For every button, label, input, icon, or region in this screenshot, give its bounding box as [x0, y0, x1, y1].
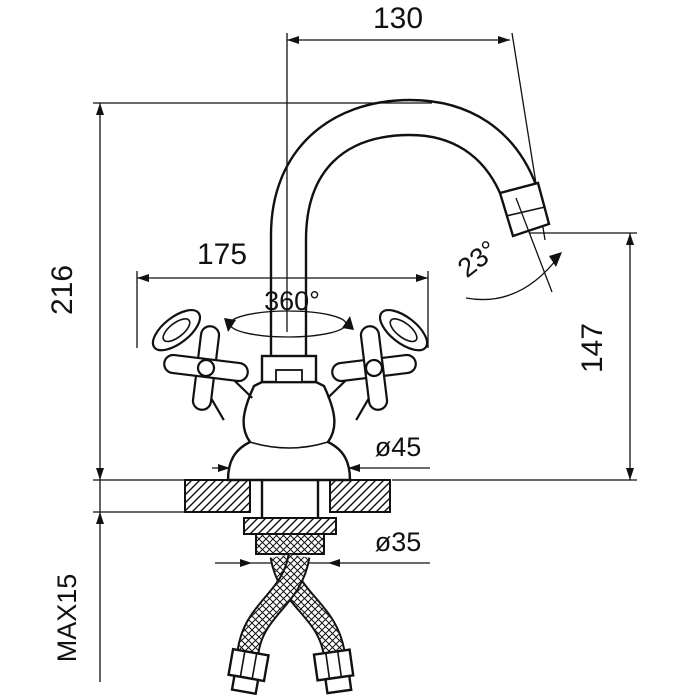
arrowhead-right-icon [416, 274, 428, 282]
arrowhead-up-icon [96, 103, 104, 115]
dim-max15-label: MAX15 [52, 574, 82, 663]
rotation-arrow-icon [342, 316, 354, 330]
dim-216-label: 216 [46, 265, 79, 315]
countertop-section [184, 479, 391, 513]
dimension-handle-span [136, 271, 429, 348]
dim-23-label: 23° [452, 235, 503, 284]
dim-360-label: 360° [264, 286, 320, 316]
arrowhead-right-icon [240, 559, 252, 567]
dimension-shank-diameter [215, 559, 430, 567]
arrowhead-left-icon [137, 274, 149, 282]
dim-35-label: ø35 [375, 527, 422, 557]
dim-147-label: 147 [576, 323, 609, 373]
arrowhead-angle-icon [549, 252, 562, 267]
swivel-indicator [224, 310, 354, 338]
arrowhead-left-icon [287, 36, 299, 44]
dimension-spout-height [392, 232, 637, 481]
arrowhead-down-icon [96, 468, 104, 480]
hose-fitting-left [227, 647, 270, 696]
dim-130-label: 130 [373, 2, 423, 35]
hose-right-braid [238, 554, 309, 654]
mounting-shank [243, 478, 337, 555]
supply-hoses [227, 553, 355, 696]
mounting-nut-flange [243, 517, 337, 535]
dimension-max-mount [93, 480, 186, 682]
arrowhead-left-icon [348, 464, 360, 472]
spout-tube [269, 98, 551, 374]
arrowhead-up-icon [96, 512, 104, 524]
mounting-nut [255, 533, 325, 555]
arrowhead-right-icon [498, 36, 510, 44]
arrowhead-up-icon [626, 233, 634, 245]
dimension-top-width [286, 32, 546, 332]
spout-outlet [498, 181, 551, 238]
faucet-body [226, 380, 352, 482]
dim-45-label: ø45 [375, 432, 422, 462]
dim-175-label: 175 [197, 238, 247, 271]
hose-fitting-right [312, 648, 355, 695]
spout-angle-reference [465, 197, 562, 301]
arrowhead-left-icon [328, 559, 340, 567]
rotation-arrow-icon [224, 318, 236, 332]
spout-collar [260, 354, 318, 384]
arrowhead-down-icon [626, 468, 634, 480]
arrowhead-right-icon [218, 464, 230, 472]
